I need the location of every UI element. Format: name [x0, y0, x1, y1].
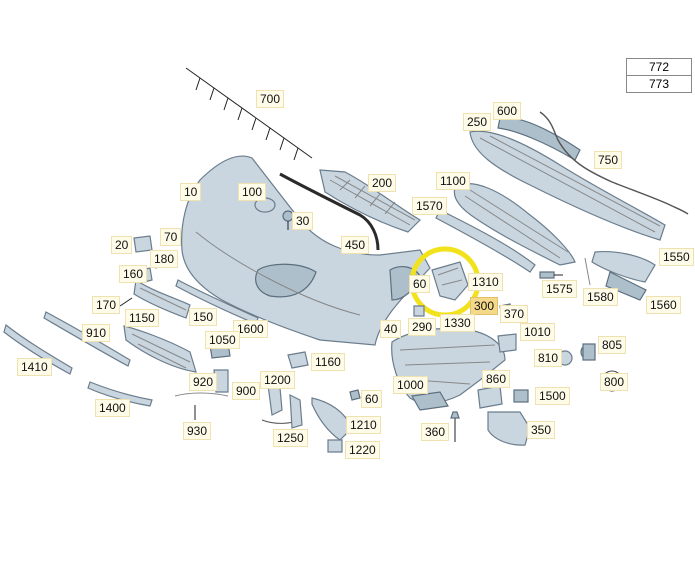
callout-450[interactable]: 450 — [341, 236, 370, 254]
callout-250[interactable]: 250 — [463, 113, 492, 131]
part-750-harness — [539, 111, 689, 215]
callout-290[interactable]: 290 — [408, 318, 437, 336]
part-60-clip — [349, 389, 361, 401]
callout-70[interactable]: 70 — [160, 228, 182, 246]
part-1550-grille — [591, 250, 656, 301]
callout-40[interactable]: 40 — [380, 320, 402, 338]
part-170-screw — [119, 297, 133, 307]
callout-30[interactable]: 30 — [292, 212, 314, 230]
callout-1550[interactable]: 1550 — [659, 248, 694, 266]
callout-750[interactable]: 750 — [594, 151, 623, 169]
callout-200[interactable]: 200 — [368, 174, 397, 192]
part-1410-strip — [3, 323, 73, 375]
callout-910[interactable]: 910 — [82, 324, 111, 342]
callout-920[interactable]: 920 — [189, 373, 218, 391]
part-1570-strip — [435, 209, 536, 273]
callout-1400[interactable]: 1400 — [95, 399, 130, 417]
callout-800[interactable]: 800 — [600, 373, 629, 391]
callout-350[interactable]: 350 — [527, 421, 556, 439]
part-360-pin — [450, 411, 460, 442]
part-1580-line — [584, 257, 591, 286]
callout-1000[interactable]: 1000 — [393, 376, 428, 394]
part-150-plate — [133, 278, 191, 319]
callout-1310[interactable]: 1310 — [468, 273, 503, 291]
callout-170[interactable]: 170 — [92, 296, 121, 314]
callout-60-upper[interactable]: 60 — [409, 275, 431, 293]
part-1575-bolt — [539, 271, 563, 279]
callout-1580[interactable]: 1580 — [583, 288, 618, 306]
callout-805[interactable]: 805 — [598, 336, 627, 354]
callout-1500[interactable]: 1500 — [535, 387, 570, 405]
part-1400-strip — [87, 381, 153, 407]
callout-1560[interactable]: 1560 — [646, 296, 681, 314]
callout-1220[interactable]: 1220 — [345, 441, 380, 459]
reference-row: 773 — [627, 75, 691, 92]
callout-1570[interactable]: 1570 — [412, 197, 447, 215]
callout-1150[interactable]: 1150 — [125, 309, 159, 327]
part-1500 — [513, 389, 529, 403]
part-1010-bracket — [497, 333, 517, 353]
callout-930[interactable]: 930 — [183, 422, 212, 440]
part-30-screw — [282, 210, 294, 230]
callout-1410[interactable]: 1410 — [17, 358, 52, 376]
callout-860[interactable]: 860 — [482, 370, 511, 388]
callout-1010[interactable]: 1010 — [520, 323, 555, 341]
callout-1250[interactable]: 1250 — [273, 429, 308, 447]
part-1150-grille — [123, 325, 197, 373]
callout-60-lower[interactable]: 60 — [361, 390, 383, 408]
callout-900[interactable]: 900 — [232, 382, 261, 400]
part-450-strip — [279, 172, 380, 251]
callout-1210[interactable]: 1210 — [346, 416, 381, 434]
part-1310-bracket — [431, 261, 469, 301]
callout-180[interactable]: 180 — [150, 250, 179, 268]
part-1160 — [287, 351, 309, 369]
part-1100-frame — [453, 183, 576, 266]
part-290 — [413, 305, 425, 317]
part-10-bumper — [181, 155, 431, 346]
part-1200 — [267, 384, 283, 416]
part-900-line — [174, 392, 229, 397]
callout-1160[interactable]: 1160 — [311, 353, 345, 371]
part-200-grille — [319, 169, 421, 233]
callout-1575[interactable]: 1575 — [542, 280, 577, 298]
part-600-crossmember — [469, 117, 666, 241]
callout-700[interactable]: 700 — [256, 90, 285, 108]
part-700-drawing — [185, 67, 313, 161]
callout-300[interactable]: 300 — [470, 297, 499, 315]
callout-10[interactable]: 10 — [180, 183, 202, 201]
callout-810[interactable]: 810 — [534, 349, 563, 367]
part-350-cover — [487, 411, 531, 446]
callout-1330[interactable]: 1330 — [440, 314, 475, 332]
callout-360[interactable]: 360 — [421, 423, 450, 441]
part-1220-clip — [327, 439, 343, 453]
callout-600[interactable]: 600 — [493, 102, 522, 120]
callout-160[interactable]: 160 — [119, 265, 148, 283]
part-860-bracket — [477, 385, 503, 409]
reference-table: 772 773 — [626, 58, 692, 93]
callout-1200[interactable]: 1200 — [260, 371, 295, 389]
callout-370[interactable]: 370 — [500, 305, 529, 323]
callout-1050[interactable]: 1050 — [205, 331, 240, 349]
callout-20[interactable]: 20 — [111, 236, 133, 254]
callout-150[interactable]: 150 — [189, 308, 218, 326]
reference-row: 772 — [648, 60, 670, 74]
callout-1100[interactable]: 1100 — [436, 172, 470, 190]
callout-1600[interactable]: 1600 — [233, 320, 268, 338]
callout-100[interactable]: 100 — [238, 183, 267, 201]
part-805-sensor — [557, 343, 596, 366]
part-1250 — [289, 393, 303, 429]
